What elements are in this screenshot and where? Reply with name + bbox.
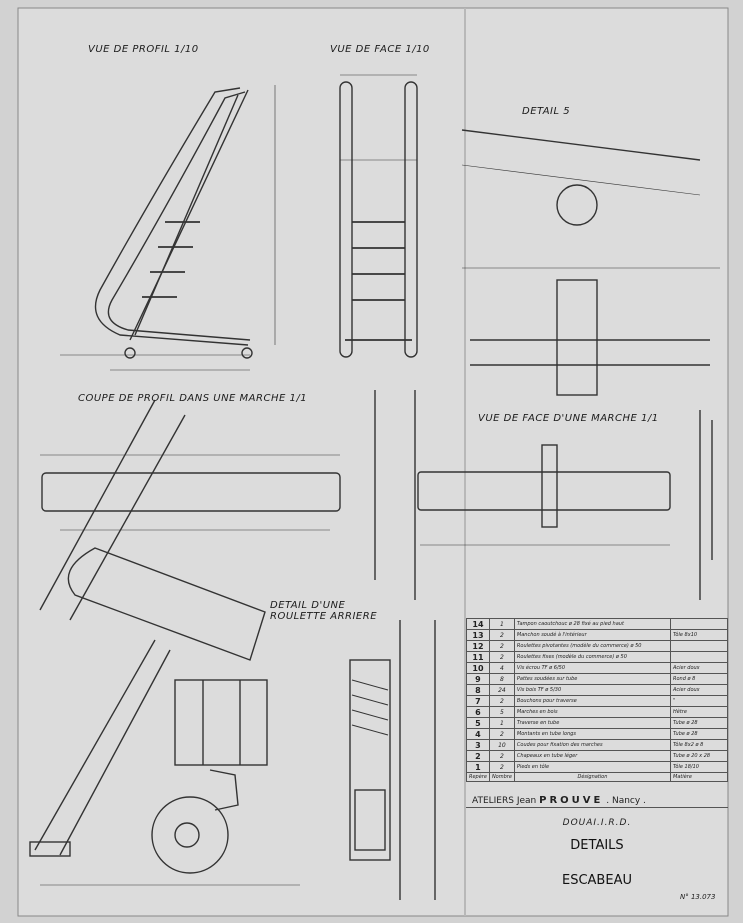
footer-matiere: Matière	[670, 772, 728, 782]
parts-cell-rep: 3	[466, 739, 490, 751]
parts-cell-matiere: Rond ø 8	[670, 673, 728, 685]
profile-view	[60, 85, 276, 371]
parts-cell-designation: Tampon caoutchouc ø 28 fixé au pied haut	[513, 618, 672, 630]
parts-cell-rep: 9	[466, 673, 490, 685]
parts-cell-matiere: Tube ø 28	[670, 717, 728, 729]
parts-cell-qty: 4	[488, 662, 515, 674]
atelier-line: ATELIERS Jean PROUVE . Nancy .	[466, 794, 728, 808]
face-view	[339, 74, 418, 358]
parts-cell-matiere: Tôle 18/10	[670, 761, 728, 773]
parts-cell-qty: 2	[488, 629, 515, 641]
parts-cell-rep: 4	[466, 728, 490, 740]
parts-cell-rep: 14	[466, 618, 490, 630]
parts-cell-rep: 7	[466, 695, 490, 707]
parts-cell-qty: 2	[488, 695, 515, 707]
parts-cell-designation: Vis bois TF ø 5/30	[513, 684, 672, 696]
parts-cell-matiere: Tôle 8x10	[670, 629, 728, 641]
drawing-title: DETAILS	[570, 838, 624, 853]
footer-qty: Nombre	[488, 772, 515, 782]
parts-cell-designation: Vis écrou TF ø 6/50	[513, 662, 672, 674]
footer-designation: Désignation	[513, 772, 672, 782]
detail-5-view	[461, 129, 720, 396]
project-name: DOUAI.I.R.D.	[562, 818, 632, 828]
parts-cell-matiere: Acier doux	[670, 684, 728, 696]
drawing-number: N° 13.073	[680, 893, 716, 901]
drawing-subtitle: ESCABEAU	[562, 873, 632, 888]
parts-cell-qty: 10	[488, 739, 515, 751]
profile-view-title: VUE DE PROFIL 1/10	[88, 44, 199, 55]
step-section-title: COUPE DE PROFIL DANS UNE MARCHE 1/1	[78, 393, 308, 404]
parts-cell-rep: 12	[466, 640, 490, 652]
face-view-title: VUE DE FACE 1/10	[330, 44, 430, 55]
parts-cell-designation: Pieds en tôle	[513, 761, 672, 773]
parts-cell-qty: 2	[488, 640, 515, 652]
atelier-name: PROUVE	[539, 795, 604, 806]
parts-cell-matiere	[670, 651, 728, 663]
parts-cell-qty: 8	[488, 673, 515, 685]
parts-cell-designation: Bouchons pour traverse	[513, 695, 672, 707]
parts-cell-matiere	[670, 640, 728, 652]
parts-cell-qty: 2	[488, 750, 515, 762]
parts-cell-rep: 11	[466, 651, 490, 663]
parts-cell-designation: Marches en bois	[513, 706, 672, 718]
parts-cell-qty: 2	[488, 728, 515, 740]
parts-cell-qty: 1	[488, 618, 515, 630]
parts-cell-designation: Pattes soudées sur tube	[513, 673, 672, 685]
atelier-prefix: ATELIERS Jean	[472, 796, 537, 806]
caster-detail-view	[29, 620, 436, 900]
detail-5-title: DETAIL 5	[522, 106, 571, 117]
parts-cell-rep: 10	[466, 662, 490, 674]
parts-cell-designation: Roulettes fixes (modèle du commerce) ø 5…	[513, 651, 672, 663]
parts-cell-rep: 13	[466, 629, 490, 641]
parts-table-footer: Repère Nombre Désignation Matière	[466, 772, 728, 782]
step-section-view	[39, 399, 341, 661]
parts-cell-rep: 8	[466, 684, 490, 696]
parts-cell-qty: 5	[488, 706, 515, 718]
step-front-title: VUE DE FACE D'UNE MARCHE 1/1	[478, 413, 659, 424]
parts-cell-rep: 5	[466, 717, 490, 729]
parts-cell-matiere: Tube ø 28	[670, 728, 728, 740]
parts-cell-matiere: "	[670, 695, 728, 707]
atelier-city: . Nancy .	[606, 796, 646, 806]
parts-cell-matiere: Tôle 8x2 ø 8	[670, 739, 728, 751]
step-front-view	[374, 390, 713, 600]
caster-detail-title: DETAIL D'UNE ROULETTE ARRIERE	[270, 600, 378, 622]
parts-cell-qty: 2	[488, 651, 515, 663]
parts-cell-qty: 1	[488, 717, 515, 729]
parts-cell-designation: Coudes pour fixation des marches	[513, 739, 672, 751]
parts-cell-matiere: Hêtre	[670, 706, 728, 718]
parts-cell-designation: Traverse en tube	[513, 717, 672, 729]
parts-cell-rep: 1	[466, 761, 490, 773]
parts-cell-designation: Chapeaux en tube léger	[513, 750, 672, 762]
footer-rep: Repère	[466, 772, 490, 782]
parts-cell-designation: Roulettes pivotantes (modèle du commerce…	[513, 640, 672, 652]
parts-cell-qty: 24	[488, 684, 515, 696]
parts-cell-designation: Manchon soudé à l'intérieur	[513, 629, 672, 641]
parts-cell-matiere	[670, 618, 728, 630]
parts-cell-designation: Montants en tube longs	[513, 728, 672, 740]
parts-cell-rep: 2	[466, 750, 490, 762]
parts-cell-qty: 2	[488, 761, 515, 773]
parts-cell-rep: 6	[466, 706, 490, 718]
parts-cell-matiere: Tube ø 20 x 28	[670, 750, 728, 762]
parts-cell-matiere: Acier doux	[670, 662, 728, 674]
